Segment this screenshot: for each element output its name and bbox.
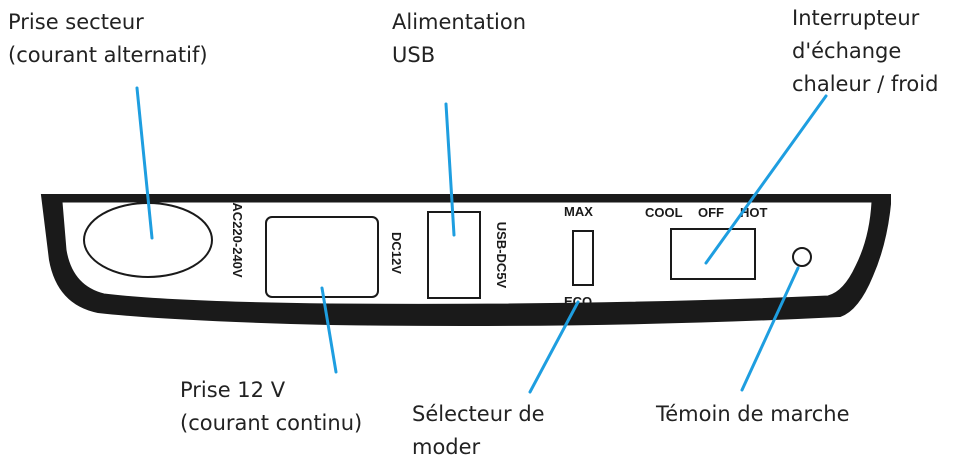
- leader-mode-selector: [528, 300, 580, 394]
- leader-ac-socket: [135, 86, 154, 240]
- ac-socket: [83, 202, 213, 278]
- ac-voltage-label: AC220-240V: [230, 202, 245, 277]
- mode-selector-switch: [572, 230, 594, 286]
- power-led: [792, 247, 812, 267]
- dc-voltage-label: DC12V: [389, 232, 404, 274]
- caption-usb-power: Alimentation USB: [392, 10, 527, 67]
- switch-hot-label: HOT: [740, 205, 768, 220]
- leader-hot-cold-switch: [704, 94, 828, 265]
- caption-mode-selector: Sélecteur de moder: [412, 402, 545, 459]
- caption-power-led: Témoin de marche: [656, 402, 850, 426]
- caption-ac-socket: Prise secteur (courant alternatif): [8, 10, 208, 67]
- dc-socket: [265, 216, 379, 298]
- caption-dc-socket: Prise 12 V (courant continu): [180, 378, 363, 435]
- switch-cool-label: COOL: [645, 205, 683, 220]
- leader-power-led: [740, 266, 800, 392]
- leader-dc-socket: [320, 286, 338, 374]
- switch-off-label: OFF: [698, 205, 724, 220]
- leader-usb-power: [444, 102, 456, 237]
- caption-hot-cold-switch: Interrupteur d'échange chaleur / froid: [792, 6, 939, 96]
- mode-max-label: MAX: [564, 204, 593, 219]
- usb-voltage-label: USB-DC5V: [494, 222, 509, 289]
